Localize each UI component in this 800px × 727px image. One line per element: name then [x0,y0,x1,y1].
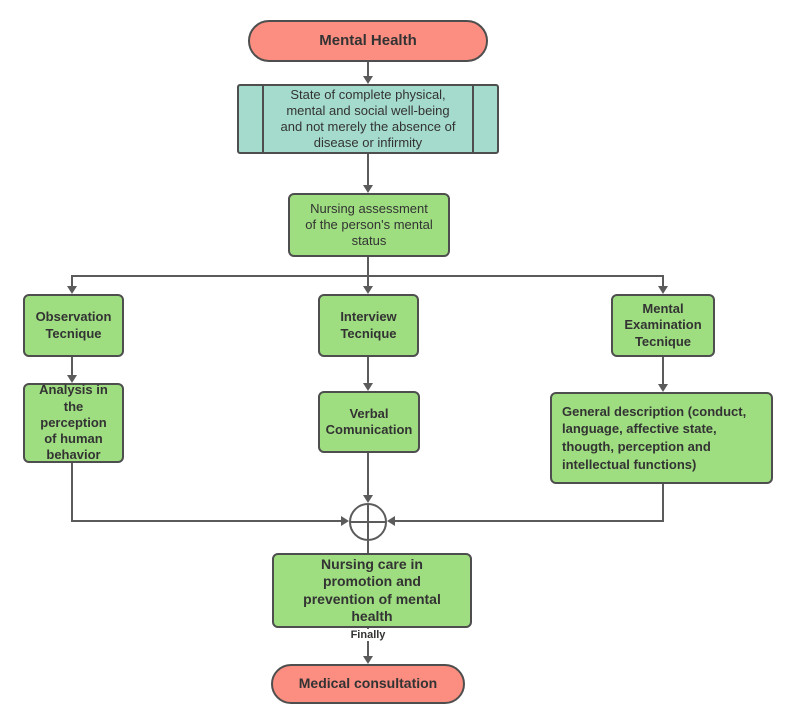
connector-segment [662,275,664,286]
connector-segment [71,357,73,375]
arrow-down-icon [363,76,373,84]
arrow-down-icon [363,495,373,503]
connector-segment [395,520,664,522]
connector-label-finally: Finally [340,629,396,641]
arrow-down-icon [658,384,668,392]
arrow-down-icon [363,286,373,294]
connector-segment [367,257,369,277]
node-observation-technique[interactable]: Observation Tecnique [23,294,124,357]
node-label: Mental Examination Tecnique [624,301,702,349]
node-mental-examination-technique[interactable]: Mental Examination Tecnique [611,294,715,357]
node-general-description[interactable]: General description (conduct, language, … [550,392,773,484]
node-label: Nursing assessment of the person's menta… [305,200,433,249]
summing-junction-cross-icon [351,521,385,523]
predefined-process-bar [262,86,264,152]
node-mental-health[interactable]: Mental Health [248,20,488,62]
connector-segment [71,275,73,286]
node-label: State of complete physical, mental and s… [280,86,456,151]
node-label: Observation Tecnique [35,309,112,341]
node-label: Verbal Comunication [325,405,413,437]
node-interview-technique[interactable]: Interview Tecnique [318,294,419,357]
arrow-right-icon [341,516,349,526]
node-label: General description (conduct, language, … [562,403,747,472]
connector-segment [367,453,369,495]
node-analysis-perception[interactable]: Analysis in the perception of human beha… [23,382,124,463]
connector-segment [367,541,369,553]
connector-segment [367,628,369,656]
connector-segment [71,463,73,522]
node-label: Nursing care in promotion and prevention… [303,555,441,625]
node-label: Analysis in the perception of human beha… [39,382,108,463]
connector-segment [71,520,341,522]
arrow-down-icon [67,375,77,383]
arrow-down-icon [67,286,77,294]
node-nursing-assessment[interactable]: Nursing assessment of the person's menta… [288,193,450,257]
connector-segment [367,62,369,76]
node-label: Mental Health [319,31,417,49]
arrow-down-icon [363,656,373,664]
connector-segment [367,154,369,185]
node-summing-junction[interactable] [349,503,387,541]
arrow-left-icon [387,516,395,526]
node-label: Interview Tecnique [340,309,397,341]
node-who-definition[interactable]: State of complete physical, mental and s… [237,84,499,154]
connector-segment [662,357,664,384]
arrow-down-icon [363,185,373,193]
node-medical-consultation[interactable]: Medical consultation [271,664,465,704]
node-nursing-care[interactable]: Nursing care in promotion and prevention… [272,553,472,628]
node-label: Medical consultation [298,675,438,692]
connector-segment [367,357,369,383]
arrow-down-icon [363,383,373,391]
predefined-process-bar [472,86,474,152]
connector-segment [662,484,664,522]
arrow-down-icon [658,286,668,294]
connector-segment [367,275,369,286]
node-verbal-communication[interactable]: Verbal Comunication [318,391,420,453]
